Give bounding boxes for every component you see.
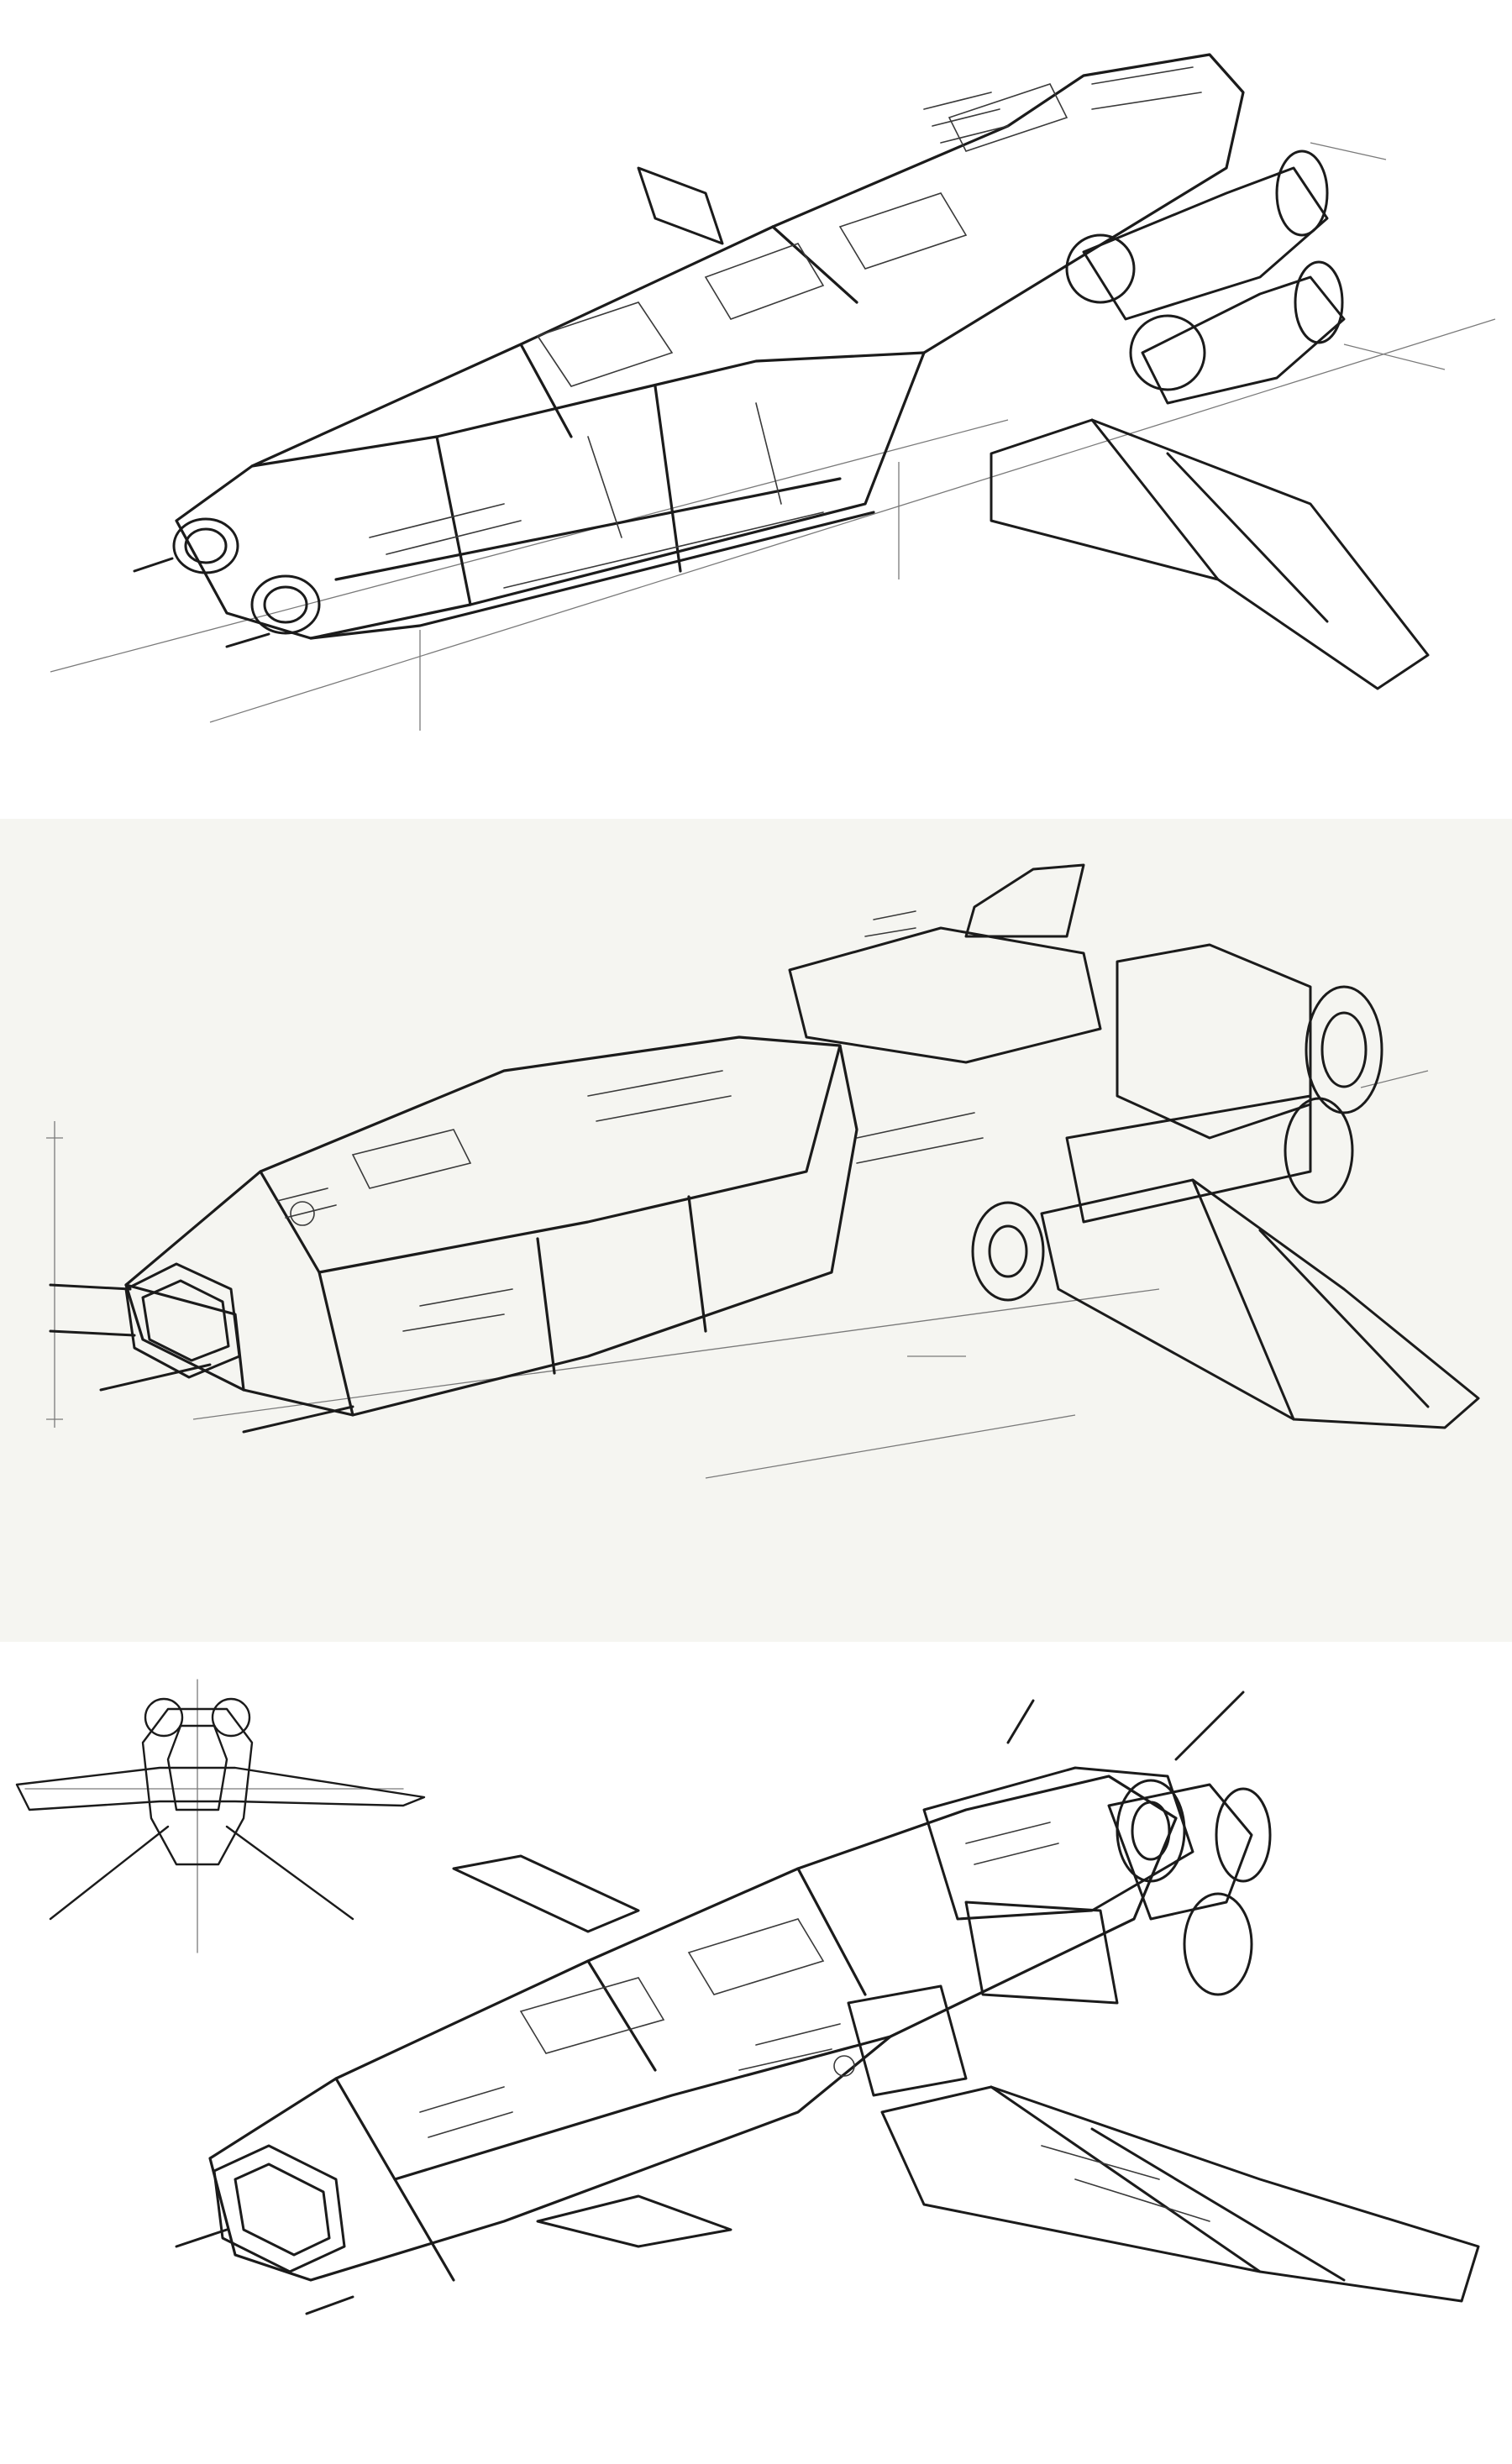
engine-nacelles — [1065, 149, 1346, 405]
hull-panel-lines — [276, 910, 984, 1332]
hull-panel-lines — [369, 66, 1202, 589]
ship-hull — [175, 53, 1245, 640]
wings — [637, 166, 1430, 690]
engine-nacelles — [847, 1691, 1272, 2097]
nose-intake — [49, 1262, 354, 1434]
engine-nacelles — [971, 985, 1383, 1302]
ship-hull — [124, 1035, 858, 1417]
construction-guides — [50, 142, 1496, 731]
hull-panel-lines — [419, 1822, 1210, 2222]
ship-hull — [208, 1775, 1178, 2282]
wings — [1040, 1094, 1480, 1429]
front-view-inset — [15, 1679, 426, 1953]
spaceship-sketch-bottom — [15, 1679, 1480, 2315]
nose-intakes — [133, 517, 321, 648]
construction-guides — [46, 1070, 1429, 1479]
spaceship-sketch-top — [50, 53, 1496, 731]
panel-middle — [0, 819, 1512, 1642]
panel-bottom — [0, 1642, 1512, 2464]
nose-intake — [175, 2144, 354, 2315]
panel-top — [0, 0, 1512, 819]
wings — [452, 1854, 1480, 2303]
spaceship-sketch-middle — [0, 819, 1512, 1642]
